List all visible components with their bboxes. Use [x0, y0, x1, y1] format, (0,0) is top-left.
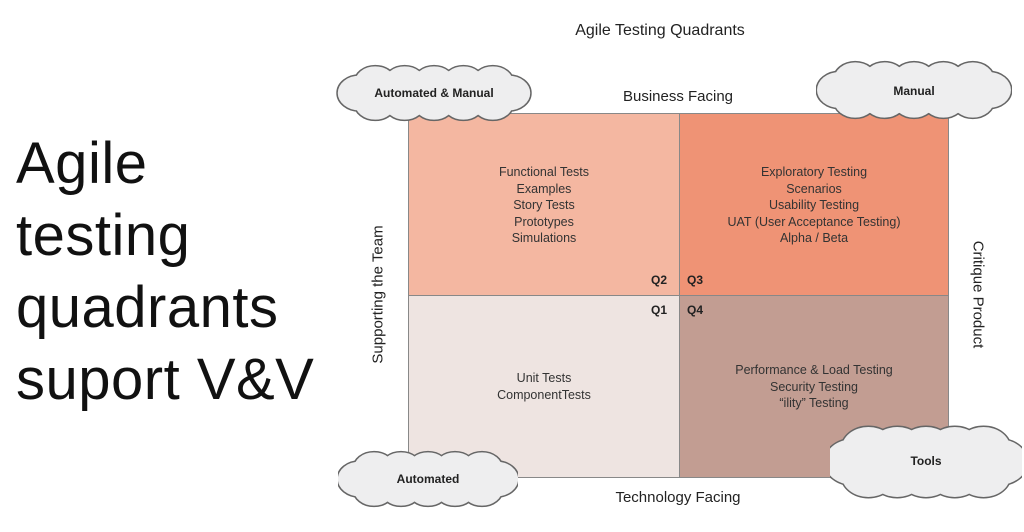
quadrant-item: Alpha / Beta [779, 231, 849, 245]
quadrant-q1: Unit Tests ComponentTests Q1 [408, 295, 680, 478]
cloud-label: Automated & Manual [374, 86, 494, 100]
quadrant-item: Functional Tests [498, 165, 590, 179]
cloud-bump [817, 72, 863, 108]
axis-top-label: Business Facing [622, 88, 734, 105]
quadrant-q4-items: Performance & Load Testing Security Test… [680, 362, 948, 412]
slide-title-line: quadrants [16, 275, 279, 340]
cloud-bump [337, 75, 382, 111]
cloud-bump [413, 87, 455, 120]
cloud-shape [336, 64, 532, 122]
cloud-bump [443, 87, 484, 120]
axis-right-label: Critique Product [969, 240, 987, 349]
quadrant-q2: Functional Tests Examples Story Tests Pr… [408, 113, 680, 296]
cloud-automated-manual: Automated & Manual [336, 64, 532, 122]
cloud-shape [338, 450, 518, 508]
quadrant-item: Story Tests [513, 198, 575, 212]
quadrant-q4-label: Q4 [687, 303, 704, 317]
quadrant-q3-label: Q3 [687, 273, 704, 287]
cloud-label: Tools [910, 454, 942, 468]
cloud-shape [816, 60, 1012, 120]
quadrant-item: Performance & Load Testing [735, 363, 893, 377]
quadrant-item: Simulations [511, 231, 577, 245]
cloud-bump [486, 75, 531, 111]
cloud-bump [893, 84, 935, 118]
cloud-bump [965, 72, 1011, 108]
quadrant-item: ComponentTests [497, 387, 591, 402]
cloud-label: Automated [396, 472, 460, 486]
slide-title: Agile testing quadrants suport V&V [16, 128, 314, 416]
cloud-automated: Automated [338, 450, 518, 508]
quadrant-item: Examples [516, 181, 572, 196]
axis-left-label: Supporting the Team [369, 225, 387, 364]
quadrant-q1-label: Q1 [650, 303, 667, 317]
quadrant-q2-items: Functional Tests Examples Story Tests Pr… [409, 164, 679, 247]
quadrant-q3: Exploratory Testing Scenarios Usability … [679, 113, 949, 296]
slide-title-line: suport V&V [16, 347, 315, 412]
cloud-shape [830, 425, 1022, 499]
quadrant-item: Prototypes [514, 214, 574, 229]
quadrant-item: Usability Testing [768, 198, 860, 212]
quadrant-q3-items: Exploratory Testing Scenarios Usability … [680, 164, 948, 247]
diagram-title: Agile Testing Quadrants [575, 22, 745, 39]
axis-bottom-label: Technology Facing [615, 489, 741, 506]
quadrant-q2-label: Q2 [650, 273, 667, 287]
cloud-bump [338, 461, 382, 497]
quadrant-q1-items: Unit Tests ComponentTests [409, 370, 679, 403]
quadrant-item: Unit Tests [516, 371, 572, 385]
cloud-label: Manual [893, 84, 935, 98]
quadrant-item: Exploratory Testing [760, 165, 868, 179]
cloud-tools: Tools [830, 424, 1022, 500]
cloud-bump [384, 87, 425, 120]
cloud-bump [863, 84, 906, 118]
slide-title-line: testing [16, 203, 191, 268]
cloud-bump [970, 439, 1022, 485]
quadrant-item: “ility” Testing [779, 396, 849, 410]
slide-title-line: Agile [16, 131, 148, 196]
cloud-manual: Manual [816, 60, 1012, 120]
quadrant-item: Scenarios [786, 181, 842, 196]
cloud-bump [474, 461, 518, 497]
quadrant-item: Security Testing [769, 379, 858, 394]
cloud-bump [830, 439, 882, 485]
quadrant-item: UAT (User Acceptance Testing) [727, 214, 901, 229]
cloud-bump [922, 84, 965, 118]
